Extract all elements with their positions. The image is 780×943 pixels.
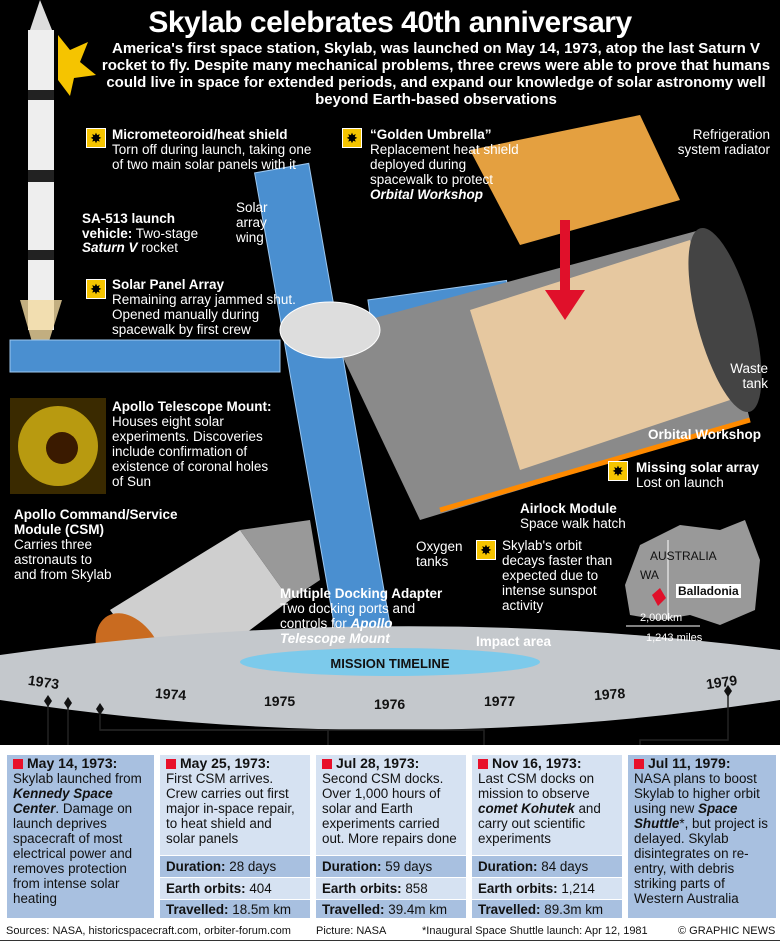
atm-solar-panel [9, 339, 281, 373]
waste-tank-label: Waste tank [730, 361, 768, 391]
apollo-telescope-mount [279, 301, 381, 359]
australia-map [625, 520, 760, 627]
intro-text: America's first space station, Skylab, w… [101, 40, 771, 108]
footer: Sources: NASA, historicspacecraft.com, o… [0, 925, 780, 941]
explosion-icon: ✸ [86, 279, 106, 299]
sources: Sources: NASA, historicspacecraft.com, o… [6, 925, 291, 937]
impact-area-label: Impact area [476, 634, 552, 649]
explosion-icon: ✸ [86, 128, 106, 148]
sa513-label: SA-513 launch vehicle: Two-stage Saturn … [82, 211, 199, 255]
timeline-title: MISSION TIMELINE [330, 656, 450, 671]
map-country: AUSTRALIA [650, 549, 717, 563]
timeline-year: 1974 [154, 684, 187, 704]
event-box: May 14, 1973: Skylab launched from Kenne… [7, 755, 154, 918]
timeline-year: 1977 [484, 693, 516, 709]
illustration-area: Skylab celebrates 40th anniversary Ameri… [0, 0, 780, 745]
orbital-workshop-label: Orbital Workshop [648, 427, 762, 442]
footnote: *Inaugural Space Shuttle launch: Apr 12,… [422, 925, 648, 937]
timeline-year: 1978 [593, 684, 626, 704]
timeline-year: 1976 [374, 696, 406, 712]
timeline-band [0, 626, 780, 730]
atm-label: Apollo Telescope Mount: Houses eight sol… [112, 399, 272, 489]
event-box: Jul 28, 1973:Second CSM docks. Over 1,00… [316, 755, 466, 918]
solar-array-wing-label: Solar array wing [236, 200, 268, 245]
event-box: Nov 16, 1973:Last CSM docks on mission t… [472, 755, 622, 918]
event-box: May 25, 1973:First CSM arrives. Crew car… [160, 755, 310, 918]
orbital-workshop [330, 227, 762, 520]
golden-umbrella [470, 115, 680, 245]
map-scale-km: 2,000km [640, 612, 683, 624]
golden-umbrella-label: “Golden Umbrella”Replacement heat shield… [370, 127, 519, 202]
saturn-v-rocket [20, 0, 62, 370]
explosion-icon: ✸ [476, 540, 496, 560]
map-state: WA [640, 568, 659, 582]
copyright: © GRAPHIC NEWS [678, 925, 776, 937]
map-site: Balladonia [676, 584, 741, 598]
csm-label: Apollo Command/Service Module (CSM)Carri… [14, 507, 178, 582]
skylab-illustration [0, 0, 780, 745]
explosion-icon: ✸ [608, 461, 628, 481]
page-title: Skylab celebrates 40th anniversary [148, 6, 632, 39]
timeline-year: 1975 [264, 693, 296, 709]
orbit-decay-label: Skylab's orbit decays faster than expect… [502, 538, 613, 613]
map-scale-miles: 1,243 miles [646, 632, 703, 644]
event-box: Jul 11, 1979: NASA plans to boost Skylab… [628, 755, 776, 918]
picture-credit: Picture: NASA [316, 925, 387, 937]
refrigeration-label: Refrigeration system radiator [677, 127, 770, 157]
explosion-icon: ✸ [342, 128, 362, 148]
oxygen-tanks-label: Oxygen tanks [416, 539, 463, 569]
